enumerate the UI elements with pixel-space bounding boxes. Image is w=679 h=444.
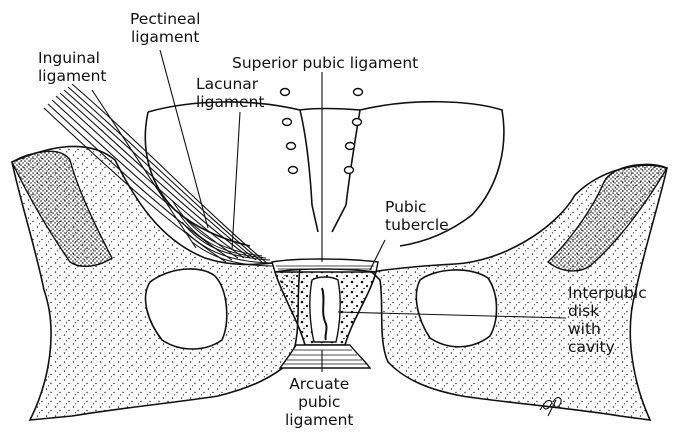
label-pectineal-line2: ligament xyxy=(130,28,200,46)
label-pectineal-line1: Pectineal xyxy=(130,10,200,28)
label-pubic-tubercle-line1: Pubic xyxy=(385,198,449,216)
label-arcuate-pubic-ligament: Arcuate pubic ligament xyxy=(285,375,354,429)
label-inguinal-line1: Inguinal xyxy=(38,49,107,67)
label-pubic-tubercle-line2: tubercle xyxy=(385,216,449,234)
label-interpubic-disk: Interpubic disk with cavity xyxy=(568,284,647,356)
label-superior-pubic-ligament: Superior pubic ligament xyxy=(232,54,418,72)
sacrum xyxy=(145,102,504,246)
label-superior-pubic-text: Superior pubic ligament xyxy=(232,54,418,72)
sacral-border xyxy=(300,109,360,111)
label-lacunar-ligament: Lacunar ligament xyxy=(196,75,265,111)
label-lacunar-line2: ligament xyxy=(196,93,265,111)
label-arcuate-line1: Arcuate xyxy=(285,375,354,393)
label-interpubic-line1: Interpubic xyxy=(568,284,647,302)
label-inguinal-line2: ligament xyxy=(38,67,107,85)
label-inguinal-ligament: Inguinal ligament xyxy=(38,49,107,85)
label-arcuate-line2: pubic xyxy=(285,393,354,411)
label-pectineal-ligament: Pectineal ligament xyxy=(130,10,200,46)
label-arcuate-line3: ligament xyxy=(285,411,354,429)
interpubic-disk xyxy=(310,277,340,342)
label-interpubic-line4: cavity xyxy=(568,338,647,356)
label-interpubic-line3: with xyxy=(568,320,647,338)
right-obturator-foramen xyxy=(416,270,496,347)
arcuate-ligament xyxy=(280,345,370,368)
label-pubic-tubercle: Pubic tubercle xyxy=(385,198,449,234)
label-lacunar-line1: Lacunar xyxy=(196,75,265,93)
label-interpubic-line2: disk xyxy=(568,302,647,320)
superior-pubic-ligament-band xyxy=(272,259,378,272)
